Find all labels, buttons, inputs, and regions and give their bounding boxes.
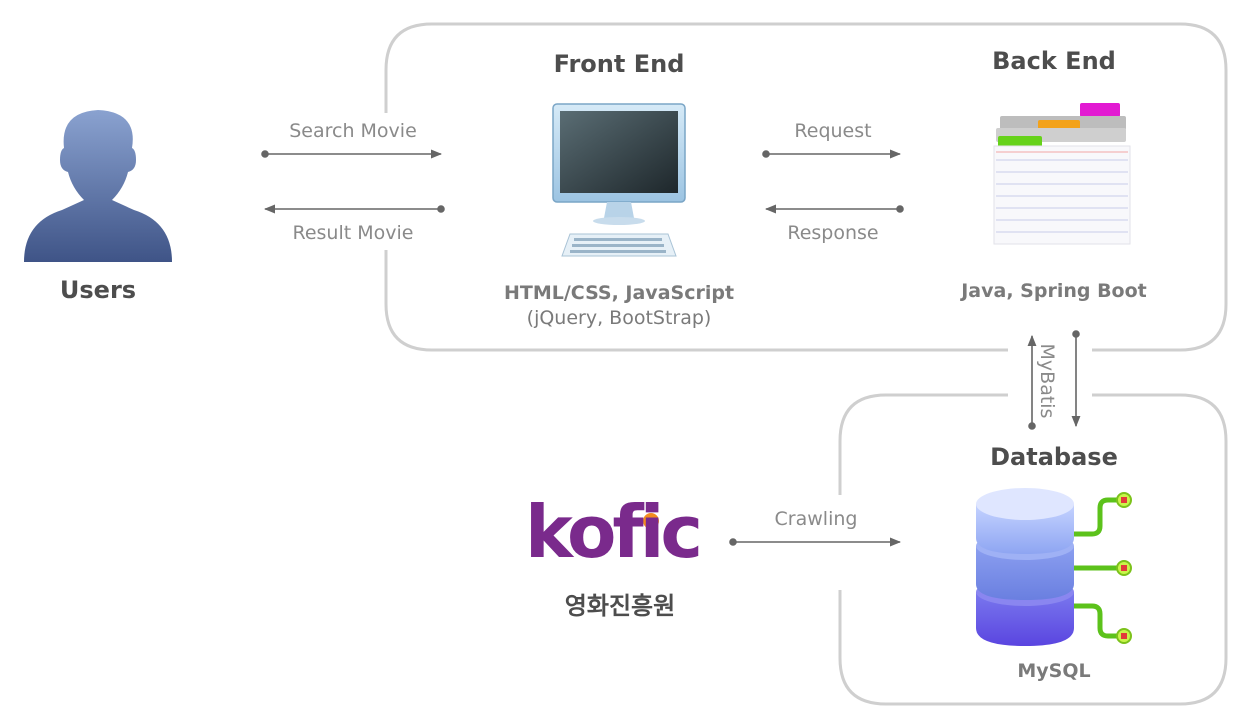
frontend-tech-sub: (jQuery, BootStrap): [526, 307, 712, 329]
frontend-title: Front End: [553, 50, 685, 78]
user-icon: [24, 110, 172, 262]
crawling-label: Crawling: [774, 508, 858, 530]
kofic-logo-dot: [643, 513, 659, 529]
mybatis-label: MyBatis: [1036, 343, 1058, 419]
request-label: Request: [794, 120, 872, 142]
frontend-tech: HTML/CSS, JavaScript: [503, 282, 735, 304]
response-label: Response: [787, 222, 879, 244]
backend-tech: Java, Spring Boot: [961, 280, 1147, 302]
database-tech: MySQL: [1017, 660, 1091, 682]
server-files-icon: [993, 103, 1131, 245]
result-movie-label: Result Movie: [292, 222, 414, 244]
kofic-logo: kofic: [525, 490, 703, 574]
search-movie-label: Search Movie: [289, 120, 417, 142]
kofic-name: 영화진흥원: [564, 592, 676, 620]
arrows: [261, 149, 1081, 547]
database-icon: [976, 488, 1132, 646]
users-title: Users: [59, 276, 137, 304]
system-frame: [384, 22, 1228, 352]
database-title: Database: [990, 443, 1118, 471]
backend-title: Back End: [992, 47, 1116, 75]
computer-icon: [552, 103, 686, 257]
database-frame: [838, 393, 1228, 706]
